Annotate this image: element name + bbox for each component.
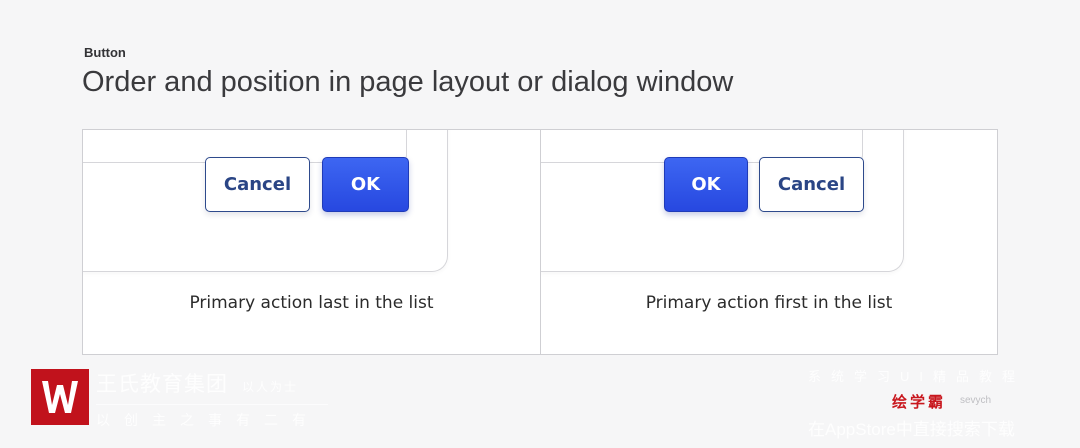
- mock-dialog-window: OK Cancel: [541, 130, 904, 272]
- watermark-left: 王氏教育集团 以人为士 以创主之事有二有: [96, 368, 336, 430]
- watermark-right: 系统学习UI精品教程 绘学霸 sevych 在AppStore中直接搜索下载: [808, 366, 1054, 440]
- cancel-button[interactable]: Cancel: [759, 157, 864, 212]
- ok-button[interactable]: OK: [664, 157, 748, 212]
- watermark-line1: 系统学习UI精品教程: [808, 369, 1026, 384]
- mock-dialog-window: Cancel OK: [83, 130, 448, 272]
- ok-button[interactable]: OK: [322, 157, 409, 212]
- watermark-name: 王氏教育集团: [96, 373, 228, 396]
- cancel-button[interactable]: Cancel: [205, 157, 310, 212]
- watermark-brand: 绘学霸: [892, 394, 947, 411]
- watermark-handle: sevych: [960, 395, 992, 406]
- panel-caption: Primary action first in the list: [645, 293, 893, 313]
- panel-caption: Primary action last in the list: [189, 293, 434, 313]
- eyebrow-label: Button: [84, 45, 126, 60]
- example-panel-primary-last: Cancel OK Primary action last in the lis…: [82, 129, 541, 355]
- watermark-line3: 在AppStore中直接搜索下载: [808, 420, 1015, 439]
- watermark-divider: [96, 404, 328, 405]
- example-panel-primary-first: OK Cancel Primary action first in the li…: [540, 129, 998, 355]
- watermark-logo-icon: [31, 369, 89, 425]
- watermark-sub: 以创主之事有二有: [96, 412, 320, 428]
- page-title: Order and position in page layout or dia…: [82, 66, 734, 98]
- watermark-motto: 以人为士: [242, 380, 299, 394]
